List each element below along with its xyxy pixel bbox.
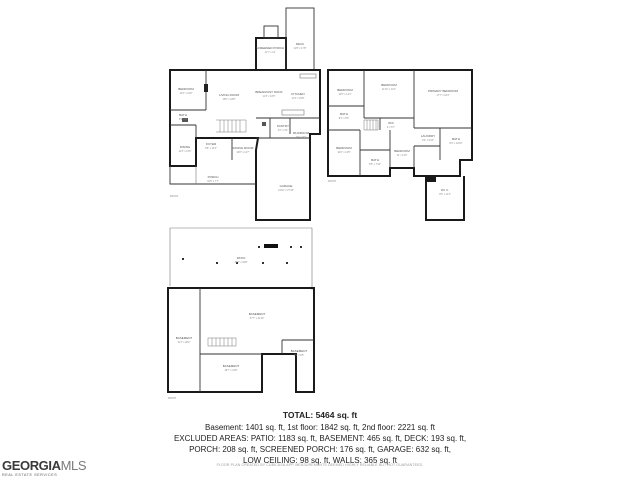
room-dims: 11'8" x 17'8" (294, 47, 307, 50)
logo-brand: GEORGIAMLS (2, 458, 87, 473)
room-label: PRIMARY BEDROOM (428, 89, 458, 93)
room-dims: 6'4" x 5'10" (422, 139, 434, 142)
room-dims: 11' x 11'5" (397, 154, 408, 157)
logo-tagline: REAL ESTATE SERVICES (2, 473, 58, 477)
room-label: BREAKFAST NOOK (255, 90, 282, 94)
room-dims: 8'4" x 8'3" (339, 117, 350, 120)
room-label: BEDROOM (394, 149, 410, 153)
room-dims: 10'8" x 14'7" (236, 151, 249, 154)
room-label: SCREENED PORCH (256, 46, 284, 50)
room-dims: 17'7" x 16'3" (436, 94, 449, 97)
room-label: LAUNDRY (421, 134, 435, 138)
room-dims: 11'3" x 10'5" (263, 95, 276, 98)
room-label: DINING ROOM (233, 146, 254, 150)
georgia-mls-logo: GEORGIAMLS REAL ESTATE SERVICES (2, 458, 87, 479)
compass-label: FRONT (170, 195, 179, 198)
room-dims: 12'5" x 14'1" (338, 93, 351, 96)
room-dims: 34'5" x 7'7" (207, 180, 219, 183)
room-dims: 8'3" x 11'4" (439, 193, 451, 196)
room-dims: 5'4" x 8' (179, 118, 188, 121)
room-label: BASEMENT (176, 336, 193, 340)
room-dims: 7'4" x 8'3" (296, 136, 307, 139)
room-label: W/C (388, 121, 395, 125)
basement-plan: PATIO 33'7" x 32'8" BASEMENT 37'7" x 41'… (167, 227, 315, 393)
room-label: BEDROOM (336, 146, 352, 150)
room-label: BASEMENT (223, 364, 240, 368)
logo-brand-main: GEORGIA (2, 458, 61, 473)
first-floor-plan: SCREENED PORCH 11'7" x 13' DECK 11'8" x … (169, 7, 321, 221)
room-dims: 11'7" x 13' (265, 51, 276, 54)
compass-label: FRONT (328, 180, 337, 183)
room-dims: 11'10" x 12'1" (382, 88, 396, 91)
second-floor-plan: BEDROOM 12'5" x 14'1" BEDROOM 11'10" x 1… (327, 69, 473, 221)
room-label: BEDROOM (178, 87, 194, 91)
area-summary: TOTAL: 5464 sq. ft Basement: 1401 sq. ft… (0, 410, 640, 466)
room-label: BATH (340, 112, 348, 116)
compass-label: FRONT (168, 397, 177, 400)
room-label: BATH (179, 113, 187, 117)
room-dims: 21'10" x 27'10" (278, 189, 294, 192)
room-dims: 11'3" x 11'5" (179, 150, 192, 153)
room-label: BASEMENT (291, 349, 308, 353)
room-dims: 33'7" x 32'8" (234, 261, 247, 264)
room-dims: 4' x 5'7" (387, 126, 395, 129)
room-dims: 18'7" x 10'8" (224, 369, 237, 372)
room-dims: 8'3" x 10'10" (449, 142, 462, 145)
room-label: FOYER (206, 142, 217, 146)
room-label: BATH (452, 137, 460, 141)
room-dims: 37'7" x 41'10" (250, 317, 265, 320)
room-label: LIVING ROOM (219, 93, 240, 97)
total-area: TOTAL: 5464 sq. ft (282, 410, 358, 420)
disclaimer-text: FLOOR PLAN CREATED BY CUBICASA APP. MEAS… (216, 463, 424, 467)
room-dims: 11'4" x 15'8" (292, 97, 305, 100)
room-label: KITCHEN (291, 92, 304, 96)
room-dims: 12'2" x 12'5" (337, 151, 350, 154)
room-dims: 11'3" x 11'8" (180, 92, 193, 95)
room-label: BASEMENT (249, 312, 266, 316)
excluded-areas-line: EXCLUDED AREAS: PATIO: 1183 sq. ft, BASE… (173, 434, 467, 443)
room-label: GARAGE (280, 184, 293, 188)
room-label: BEDROOM (337, 88, 353, 92)
room-dims: 5'5" x 7'10" (369, 163, 381, 166)
room-label: BATH (371, 158, 379, 162)
room-label: MUDROOM (293, 131, 310, 135)
room-label: PORCH (208, 175, 219, 179)
logo-brand-suffix: MLS (60, 458, 87, 473)
room-label: PATIO (237, 256, 246, 260)
room-label: BEDROOM (381, 83, 397, 87)
room-dims: 4'2" x 3'4" (278, 129, 289, 132)
floor-areas-line: Basement: 1401 sq. ft, 1st floor: 1842 s… (205, 423, 435, 432)
floor-plan: SCREENED PORCH 11'7" x 13' DECK 11'8" x … (167, 7, 473, 400)
room-dims: 9'5" x 8'5" (294, 354, 305, 357)
excluded-areas-line: PORCH: 208 sq. ft, SCREENED PORCH: 176 s… (189, 445, 451, 454)
excluded-areas-line: LOW CEILING: 98 sq. ft, WALLS: 365 sq. f… (243, 456, 397, 465)
room-label: DINING (180, 145, 191, 149)
room-label: PANTRY (277, 124, 289, 128)
room-dims: 11'1" x 28'2" (178, 341, 191, 344)
room-dims: 6'5" x 13'4" (205, 147, 217, 150)
room-label: W.I.C. (441, 188, 449, 192)
room-dims: 15'8" x 18'8" (222, 98, 235, 101)
room-label: DECK (296, 42, 304, 46)
